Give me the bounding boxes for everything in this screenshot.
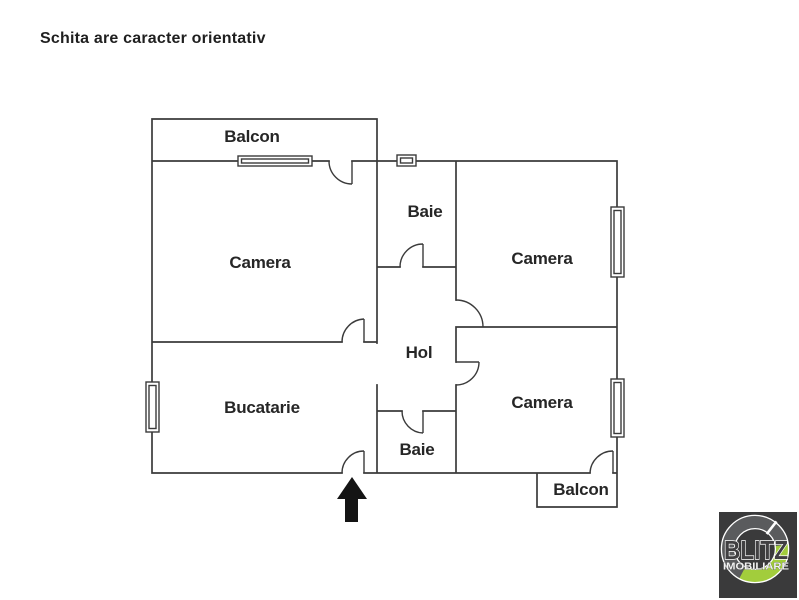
entrance-arrow-icon xyxy=(337,477,367,522)
room-label-camera-top-right: Camera xyxy=(511,249,573,268)
windows xyxy=(145,154,625,438)
room-label-baie-top: Baie xyxy=(407,202,443,221)
room-label-camera-top-left: Camera xyxy=(229,253,291,272)
logo-ring-outline-outer xyxy=(720,514,790,584)
door-balcony-bottom xyxy=(589,450,614,474)
walls xyxy=(151,118,618,508)
door-entrance xyxy=(341,450,365,474)
logo-ring-outline-inner xyxy=(733,527,777,571)
window-bucatarie xyxy=(145,381,160,433)
logo-brand-text: BLITZ xyxy=(724,535,788,565)
doors xyxy=(328,160,614,474)
room-label-baie-bottom: Baie xyxy=(399,440,435,459)
room-label-balcon-top: Balcon xyxy=(224,127,280,146)
door-balcony-top xyxy=(328,160,353,185)
door-baie-top xyxy=(399,243,424,268)
room-label-hol: Hol xyxy=(405,343,433,362)
window-camera-bottom-right xyxy=(610,378,625,438)
room-label-bucatarie: Bucatarie xyxy=(224,398,300,417)
blitz-imobiliare-logo: BLITZ IMOBILIARE xyxy=(719,512,797,598)
logo-ring-accent xyxy=(739,544,789,583)
door-camera-top-left xyxy=(341,318,365,343)
room-label-camera-bottom-right: Camera xyxy=(511,393,573,412)
window-camera-top-right xyxy=(610,206,625,278)
window-balcony-top xyxy=(237,155,313,167)
door-baie-bottom xyxy=(401,410,424,434)
logo-subtitle-text: IMOBILIARE xyxy=(723,562,789,573)
door-camera-top-right xyxy=(455,299,484,328)
logo-ring-notch xyxy=(765,520,778,535)
room-label-balcon-bottom: Balcon xyxy=(553,480,609,499)
door-camera-bottom-right xyxy=(455,361,480,386)
disclaimer-text: Schita are caracter orientativ xyxy=(40,30,266,47)
window-baie-top xyxy=(396,154,417,167)
